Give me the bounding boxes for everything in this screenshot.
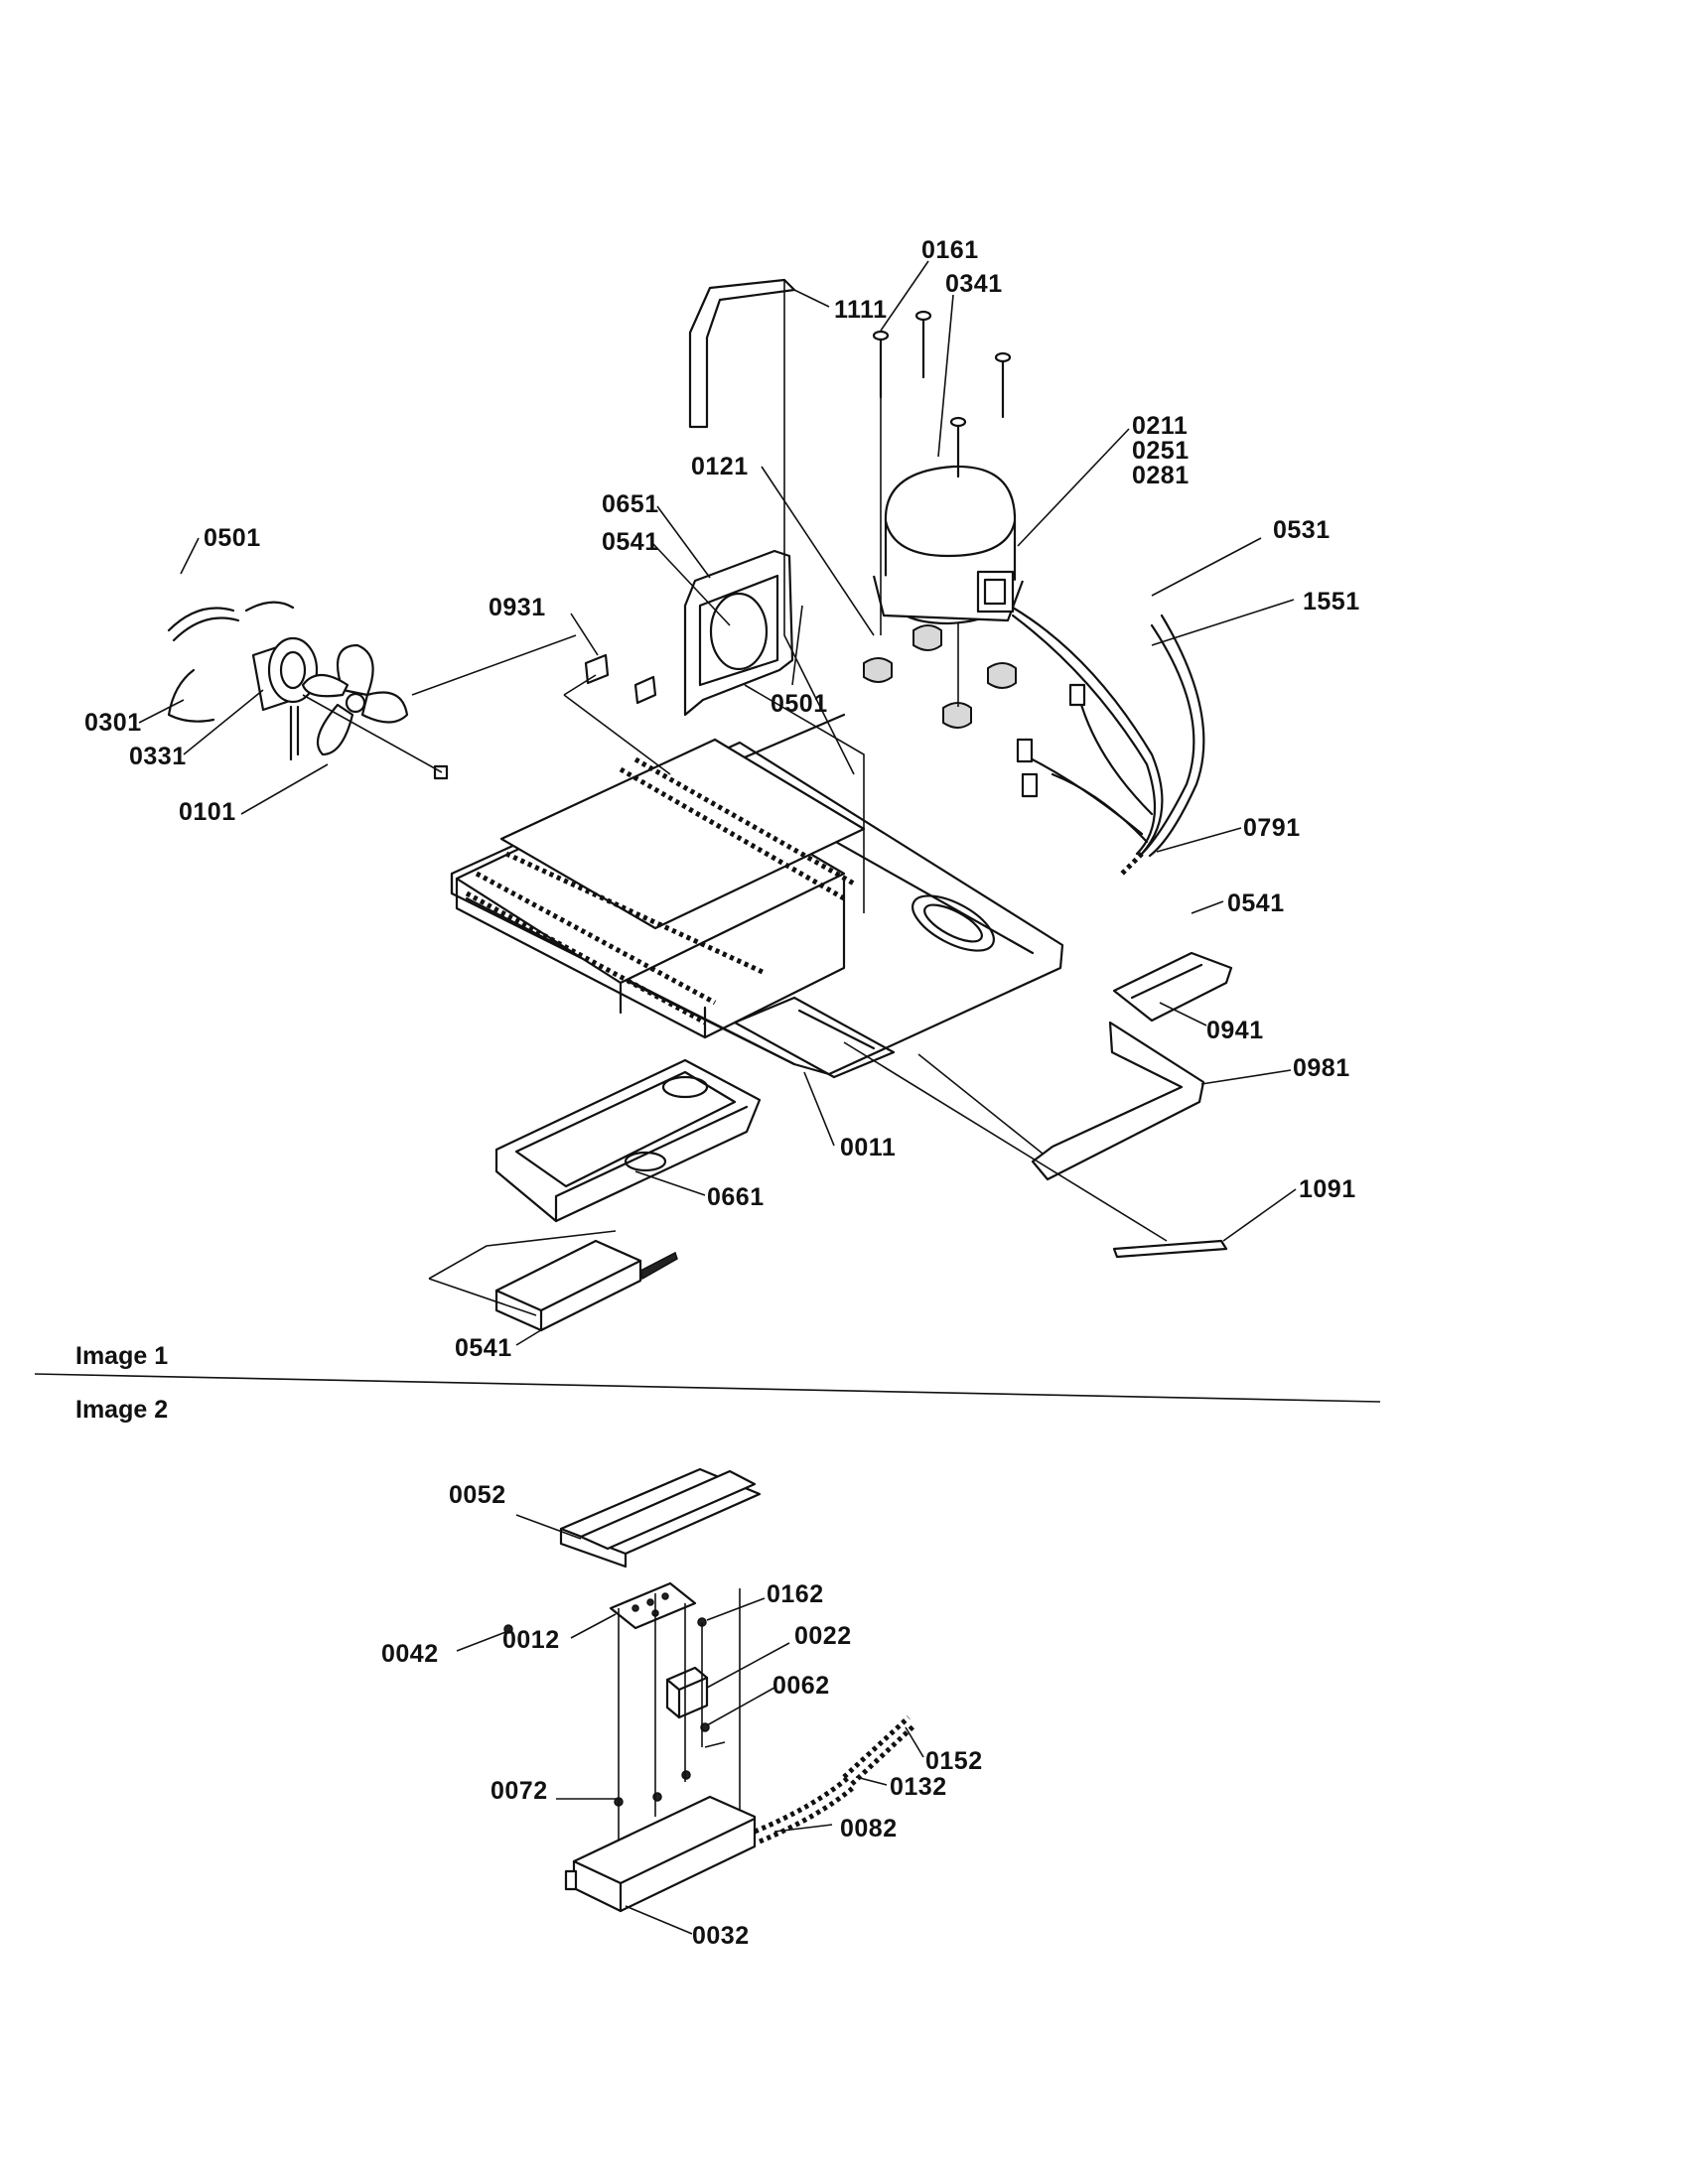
compressor (872, 465, 1025, 625)
part-label: 0931 (489, 594, 546, 621)
part-label: 0251 (1132, 437, 1190, 465)
assembly-lines (618, 1588, 741, 1846)
part-label: 0072 (491, 1777, 548, 1805)
tube-bracket (688, 278, 796, 429)
fan-shroud (683, 549, 794, 717)
part-label: 1111 (834, 296, 888, 324)
circuit-board (609, 1581, 697, 1630)
part-label: 0052 (449, 1481, 506, 1509)
part-label: 0121 (691, 453, 749, 480)
part-label: 0281 (1132, 462, 1190, 489)
wiring-harness (1011, 606, 1205, 876)
part-label: 0211 (1132, 412, 1189, 440)
leader-lines-image1 (138, 260, 1297, 1346)
part-label: 0042 (381, 1640, 439, 1668)
part-label: 0082 (840, 1815, 898, 1843)
part-label: 0341 (945, 270, 1003, 298)
enclosure (564, 1795, 757, 1913)
part-label: 0941 (1206, 1017, 1264, 1044)
part-label: 0161 (921, 236, 979, 264)
water-tray (494, 1058, 762, 1223)
part-label: 0032 (692, 1922, 750, 1950)
part-label: 0132 (890, 1773, 947, 1801)
part-label: 0331 (129, 743, 187, 770)
section-divider (34, 1373, 1381, 1403)
relay (665, 1666, 709, 1719)
part-label: 0791 (1243, 814, 1301, 842)
compressor-grommets (863, 624, 1017, 729)
part-label: 1551 (1303, 588, 1360, 615)
cover-plate (559, 1467, 762, 1569)
part-label: 0501 (771, 690, 828, 718)
part-label: 1091 (1299, 1175, 1356, 1203)
part-label: 0012 (502, 1626, 560, 1654)
leader-lines-image2 (456, 1514, 924, 1935)
part-label: 0661 (707, 1183, 765, 1211)
fan-motor-assembly (167, 601, 449, 780)
section-label-image1: Image 1 (75, 1342, 169, 1370)
side-bracket (1112, 951, 1233, 1023)
control-box (428, 1230, 678, 1332)
part-label: 0062 (772, 1672, 830, 1700)
condenser-coil (455, 738, 866, 1039)
part-label: 0022 (794, 1622, 852, 1650)
part-label: 0101 (179, 798, 236, 826)
part-label: 0651 (602, 490, 659, 518)
part-label: 0541 (1227, 889, 1285, 917)
part-label: 0301 (84, 709, 142, 737)
part-label: 0981 (1293, 1054, 1350, 1082)
strap (917, 1021, 1205, 1181)
compressor-bolts (872, 310, 1012, 707)
part-label: 0531 (1273, 516, 1331, 544)
part-label: 0162 (767, 1580, 824, 1608)
power-cord (754, 1715, 917, 1844)
part-label: 0501 (204, 524, 261, 552)
part-label: 0011 (840, 1134, 897, 1161)
drain-pipe (843, 1041, 1228, 1259)
clip-brackets (563, 653, 671, 775)
part-label: 0541 (602, 528, 659, 556)
part-label: 0541 (455, 1334, 512, 1362)
part-label: 0152 (925, 1747, 983, 1775)
guide-lines (411, 280, 865, 913)
section-label-image2: Image 2 (75, 1396, 169, 1424)
